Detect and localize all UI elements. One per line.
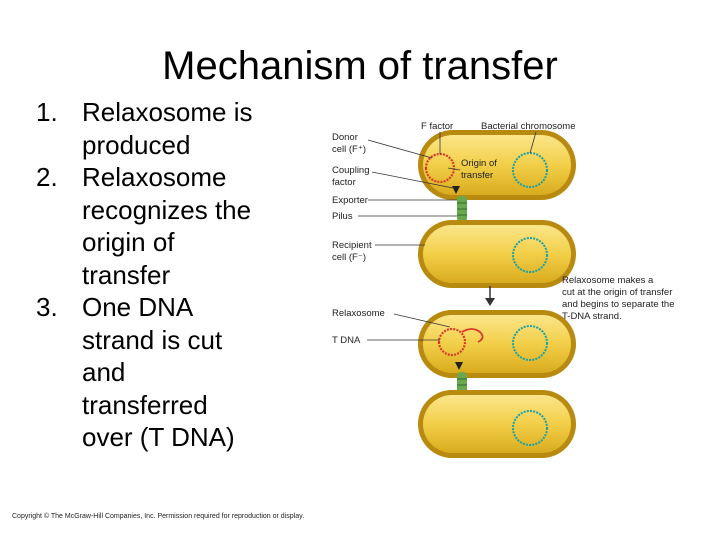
f-plasmid-top [424, 152, 456, 184]
step-line: strand is cut [82, 324, 223, 355]
recipient-cell-top [418, 220, 576, 288]
step-line: over (T DNA) [82, 422, 235, 452]
coupling-factor-bottom [455, 362, 463, 370]
step-arrow [485, 286, 495, 306]
donor-cell-bottom [418, 310, 576, 378]
relaxosome-note: cut at the origin of transfer [562, 287, 672, 298]
f-factor-label: F factor [421, 121, 453, 132]
recipient-cell-label: cell (F⁻) [332, 252, 366, 263]
relaxosome-note: Relaxosome makes a [562, 275, 654, 286]
recipient-cell-label: Recipient [332, 240, 372, 251]
pilus-label: Pilus [332, 211, 353, 222]
step-line: transferred [82, 389, 208, 420]
coupling-factor-label: factor [332, 177, 356, 188]
recipient-cell-bottom [418, 390, 576, 458]
steps-list: 1. Relaxosome is produced 2. Relaxosome … [36, 96, 296, 454]
relaxosome-note: and begins to separate the [562, 299, 675, 310]
t-dna-strand [461, 328, 484, 343]
exporter-label: Exporter [332, 195, 368, 206]
coupling-factor-label: Coupling [332, 165, 370, 176]
donor-cell-label: cell (F⁺) [332, 144, 366, 155]
conjugation-diagram: F factor Bacterial chromosome Donor cell… [332, 121, 675, 458]
recipient-chromosome-top [512, 237, 548, 273]
t-dna-label: T DNA [332, 335, 361, 346]
step-line: Relaxosome is [82, 97, 253, 127]
bacterial-chromosome-label: Bacterial chromosome [481, 121, 576, 132]
step-line: origin of [82, 227, 175, 257]
recipient-chromosome-bottom [512, 410, 548, 446]
step-line: Relaxosome [82, 162, 227, 192]
origin-of-transfer-label: transfer [461, 170, 493, 181]
step-line: One DNA [82, 292, 194, 322]
relaxosome-note: T-DNA strand. [562, 311, 622, 322]
chromosome-top [512, 152, 548, 188]
relaxosome-label: Relaxosome [332, 308, 385, 319]
step-number: 3. [36, 292, 58, 322]
origin-of-transfer-label: Origin of [461, 158, 497, 169]
donor-cell-top [418, 130, 576, 200]
donor-cell-label: Donor [332, 132, 358, 143]
step-line: and [82, 357, 126, 387]
step-number: 1. [36, 97, 58, 127]
step-number: 2. [36, 162, 58, 192]
step-line: produced [82, 129, 191, 160]
step-item: 3. One DNA strand is cut and transferred… [36, 291, 296, 454]
f-plasmid-bottom [437, 327, 467, 357]
leader-lines [358, 131, 537, 341]
step-line: recognizes the [82, 194, 252, 225]
copyright-notice: Copyright © The McGraw-Hill Companies, I… [12, 513, 305, 520]
chromosome-bottom [512, 325, 548, 361]
step-item: 1. Relaxosome is produced [36, 96, 296, 161]
slide-title: Mechanism of transfer [162, 44, 558, 88]
pilus-top [457, 196, 467, 222]
coupling-factor-top [452, 186, 460, 194]
step-item: 2. Relaxosome recognizes the origin of t… [36, 161, 296, 291]
step-line: transfer [82, 259, 171, 290]
